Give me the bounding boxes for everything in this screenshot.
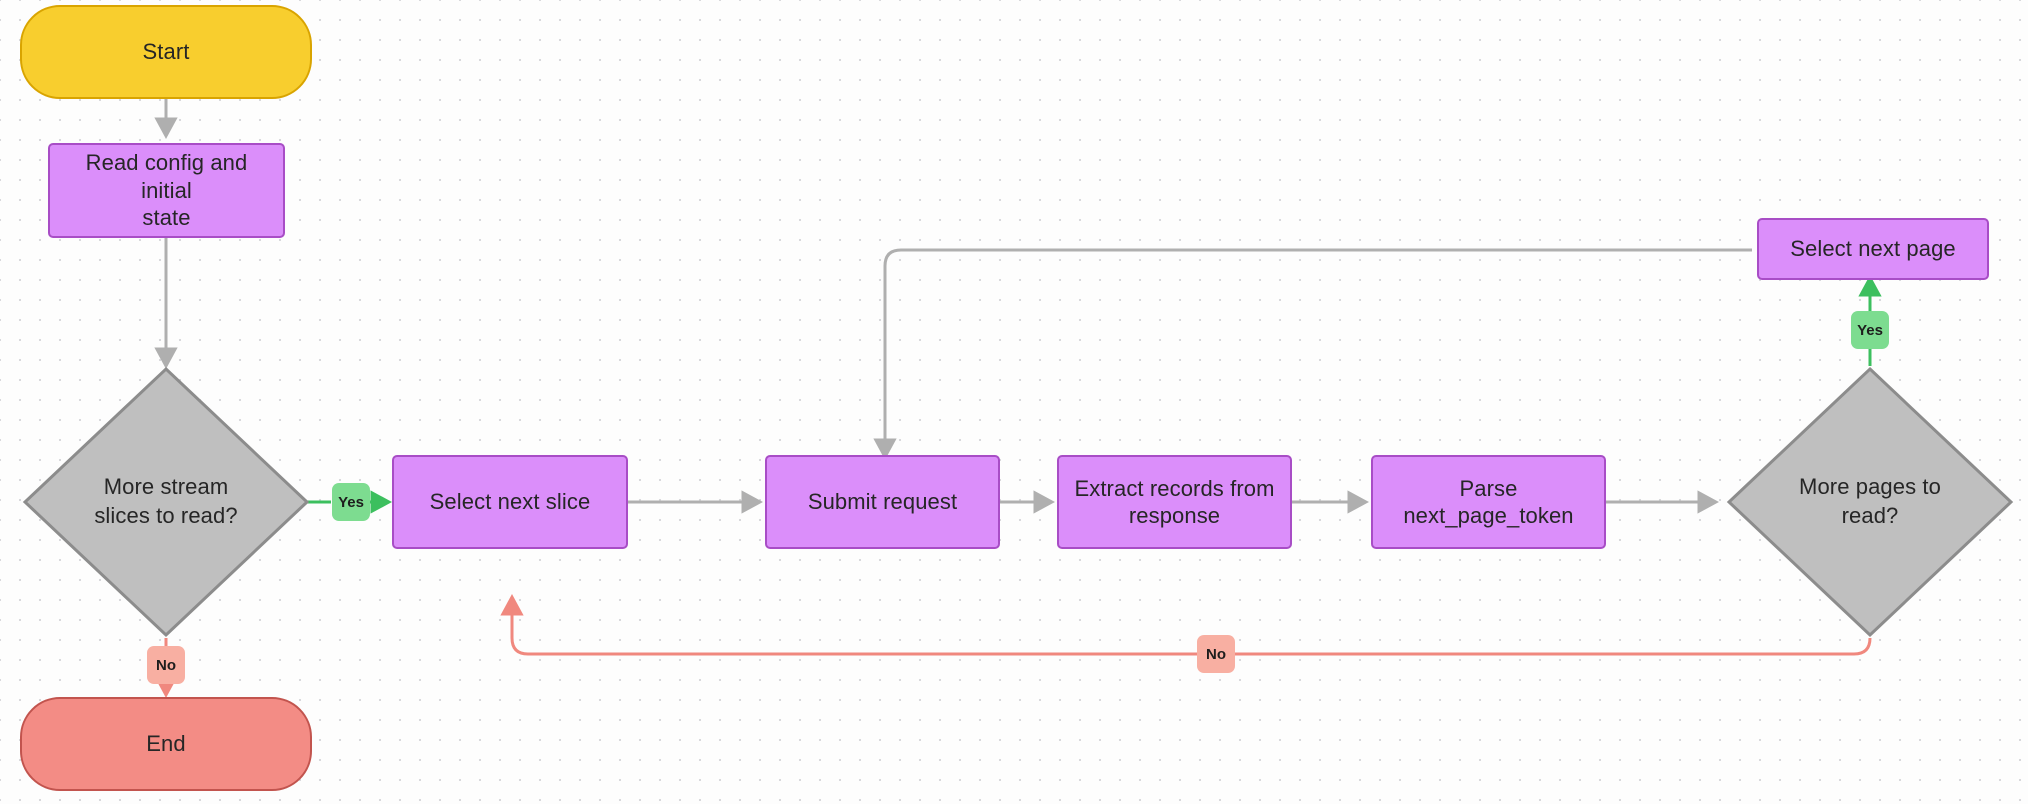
node-more-stream-slices[interactable]: More stream slices to read? [22, 366, 310, 638]
edge-label-more-slices-no[interactable]: No [147, 646, 185, 684]
edge-select-page-to-submit-feedback [873, 248, 1752, 461]
node-more-pages-label: More pages to read? [1799, 474, 1941, 528]
node-start[interactable]: Start [20, 5, 312, 99]
node-more-pages[interactable]: More pages to read? [1726, 366, 2014, 638]
node-more-stream-slices-label: More stream slices to read? [94, 474, 238, 528]
node-select-next-slice-label: Select next slice [429, 489, 591, 515]
diamond-shape-more-stream-slices [22, 366, 310, 638]
edge-label-more-slices-yes[interactable]: Yes [332, 483, 370, 521]
node-start-label: Start [142, 39, 190, 65]
node-end-label: End [146, 731, 186, 757]
node-end[interactable]: End [20, 697, 312, 791]
node-extract-records[interactable]: Extract records from response [1057, 455, 1292, 549]
node-select-next-page[interactable]: Select next page [1757, 218, 1989, 280]
node-parse-next-page-token[interactable]: Parse next_page_token [1371, 455, 1606, 549]
node-submit-request[interactable]: Submit request [765, 455, 1000, 549]
edge-label-more-pages-no[interactable]: No [1197, 635, 1235, 673]
node-select-next-slice[interactable]: Select next slice [392, 455, 628, 549]
node-select-next-page-label: Select next page [1790, 236, 1956, 262]
node-extract-records-label: Extract records from response [1074, 475, 1275, 529]
edge-label-more-pages-yes[interactable]: Yes [1851, 311, 1889, 349]
edge-more-pages-no-to-select-slice [500, 593, 1872, 656]
diamond-shape-more-pages [1726, 366, 2014, 638]
node-parse-next-page-token-label: Parse next_page_token [1403, 475, 1574, 529]
node-read-config-label: Read config and initial state [85, 150, 248, 231]
node-read-config[interactable]: Read config and initial state [48, 143, 285, 238]
node-submit-request-label: Submit request [807, 489, 958, 515]
